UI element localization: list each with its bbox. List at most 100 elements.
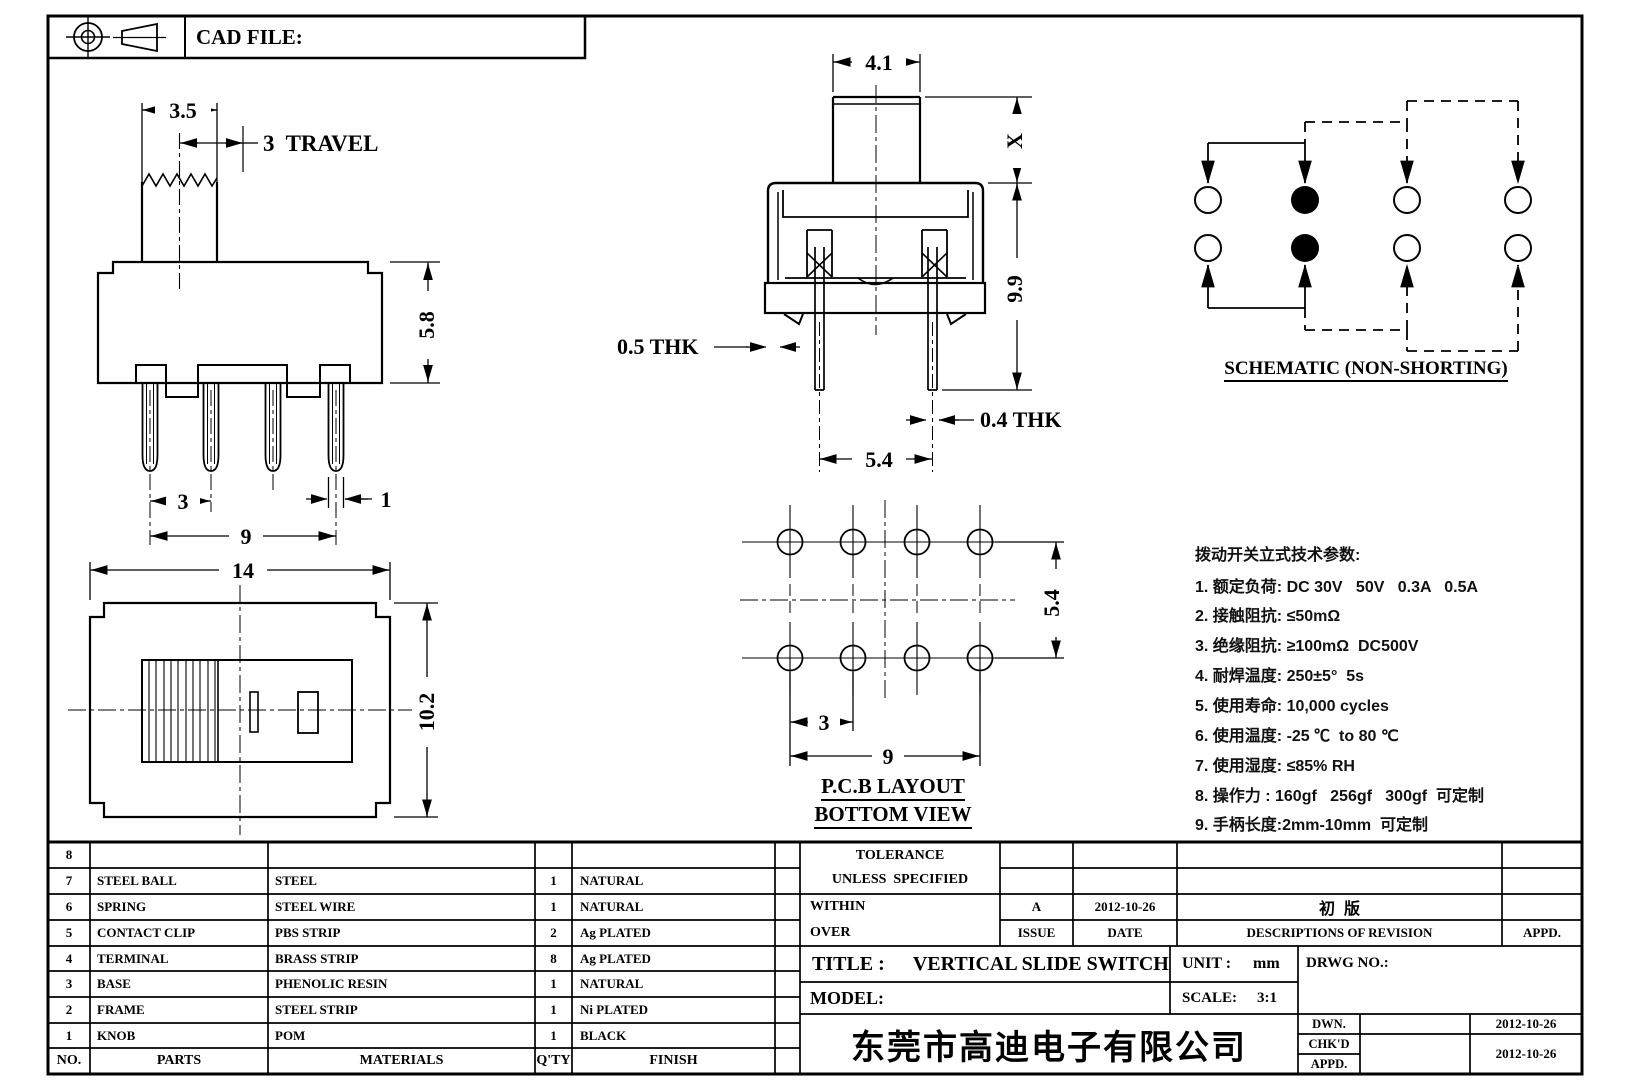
schematic-view [1194, 100, 1532, 352]
scale-row: SCALE: 3:1 [1182, 982, 1292, 1014]
dwn-label: DWN. [1312, 1016, 1346, 1031]
part-no: 1 [65, 1027, 73, 1043]
part-name: CONTACT CLIP [97, 925, 196, 940]
dim-terminal-thickness: 0.4 THK [980, 407, 1062, 432]
part-qty: 1 [550, 976, 557, 991]
part-material: STEEL STRIP [275, 1002, 358, 1017]
part-finish: BLACK [580, 1027, 627, 1043]
descriptions-label: DESCRIPTIONS OF REVISION [1246, 925, 1433, 940]
pcb-dim-row-spacing: 5.4 [1039, 569, 1065, 637]
pcb-layout-view [740, 500, 1064, 766]
part-material: STEEL [275, 873, 317, 888]
part-material: PHENOLIC RESIN [275, 976, 388, 991]
issue-date-value: 2012-10-26 [1094, 899, 1156, 914]
tech-param-item-4: 4. 耐焊温度: 250±5° 5s [1195, 668, 1365, 685]
pcb-dim-pitch: 3 [808, 710, 840, 736]
chkd-date: 2012-10-26 [1495, 1046, 1557, 1061]
part-material: BRASS STRIP [275, 950, 359, 966]
within-label: WITHIN [810, 899, 866, 914]
part-finish: Ag PLATED [580, 925, 651, 940]
part-qty: 8 [550, 950, 557, 966]
date-label: DATE [1107, 925, 1143, 940]
unit-row: UNIT : mm [1182, 946, 1292, 982]
tech-param-item-1: 1. 额定负荷: DC 30V 50V 0.3A 0.5A [1195, 579, 1479, 596]
dim-pin-width: 1 [372, 487, 400, 513]
part-finish: Ni PLATED [580, 1002, 649, 1017]
dwn-date: 2012-10-26 [1495, 1016, 1557, 1031]
dim-overall-width: 14 [219, 558, 267, 584]
dim-pin-spacing: 5.4 [852, 447, 906, 473]
part-finish: NATURAL [580, 899, 644, 914]
part-qty: 1 [550, 873, 557, 888]
part-qty: 2 [550, 925, 557, 940]
tech-param-item-7: 7. 使用湿度: ≤85% RH [1195, 758, 1355, 775]
header-finish: FINISH [649, 1053, 698, 1068]
header-qty: Q'TY [536, 1053, 571, 1068]
dim-knob-height: X [1002, 114, 1028, 168]
header-parts: PARTS [156, 1053, 202, 1068]
part-no: 7 [65, 873, 73, 888]
unless-specified-label: UNLESS SPECIFIED [831, 872, 969, 887]
header-materials: MATERIALS [359, 1053, 444, 1068]
tech-param-item-2: 2. 接触阻抗: ≤50mΩ [1195, 608, 1341, 625]
part-finish: NATURAL [580, 873, 644, 888]
tech-param-item-5: 5. 使用寿命: 10,000 cycles [1195, 698, 1389, 715]
tech-param-item-6: 6. 使用温度: -25 ℃ to 80 ℃ [1195, 728, 1399, 745]
dim-body-height: 5.8 [414, 291, 440, 359]
scale-label: SCALE: [1182, 989, 1238, 1006]
header-no: NO. [56, 1053, 82, 1068]
part-no: 4 [65, 950, 73, 966]
title-row: TITLE : VERTICAL SLIDE SWITCH [812, 946, 1169, 982]
drwg-no-label: DRWG NO.: [1306, 954, 1389, 971]
pcb-caption-title: P.C.B LAYOUT [793, 774, 993, 801]
appd-column-label: APPD. [1523, 925, 1561, 940]
dim-knob-width: 3.5 [155, 98, 211, 124]
dim-total-height: 9.9 [1002, 258, 1028, 320]
tech-param-item-8: 8. 操作力 : 160gf 256gf 300gf 可定制 [1195, 788, 1484, 805]
schematic-caption: SCHEMATIC (NON-SHORTING) [1216, 358, 1516, 382]
pcb-dim-span: 9 [872, 744, 904, 770]
dim-pin-span: 9 [229, 524, 263, 550]
dim-travel: 3 TRAVEL [263, 131, 379, 156]
company-name: 东莞市高迪电子有限公司 [851, 1028, 1247, 1067]
part-finish: Ag PLATED [580, 950, 651, 966]
revision-description: 初 版 [1319, 900, 1360, 918]
part-finish: NATURAL [580, 976, 644, 991]
part-qty: 1 [550, 1027, 557, 1043]
tech-param-item-3: 3. 绝缘阻抗: ≥100mΩ DC500V [1195, 638, 1419, 655]
part-material: STEEL WIRE [275, 899, 356, 914]
table-grid [46, 840, 1584, 1076]
part-name: KNOB [97, 1027, 136, 1043]
model-label: MODEL: [810, 987, 884, 1008]
cad-file-label: CAD FILE: [196, 25, 303, 49]
tolerance-label: TOLERANCE [855, 848, 945, 863]
part-name: BASE [97, 976, 131, 991]
part-material: POM [275, 1027, 306, 1043]
part-no: 2 [65, 1002, 73, 1017]
tech-param-item-9: 9. 手柄长度:2mm-10mm 可定制 [1195, 817, 1428, 834]
part-qty: 1 [550, 899, 557, 914]
part-qty: 1 [550, 1002, 557, 1017]
title-value: VERTICAL SLIDE SWITCH [912, 952, 1169, 975]
top-view [68, 585, 438, 835]
tech-params-title: 拨动开关立式技术参数: [1195, 547, 1361, 564]
issue-label: ISSUE [1017, 925, 1056, 940]
part-no: 3 [65, 976, 73, 991]
unit-value: mm [1253, 955, 1280, 972]
chkd-label: CHK'D [1308, 1036, 1350, 1051]
issue-value: A [1031, 899, 1042, 914]
dim-side-knob-width: 4.1 [852, 50, 906, 76]
part-name: TERMINAL [97, 950, 169, 966]
unit-label: UNIT : [1182, 955, 1232, 972]
part-material: PBS STRIP [275, 925, 341, 940]
part-name: SPRING [97, 899, 147, 914]
title-label: TITLE : [812, 952, 885, 975]
scale-value: 3:1 [1257, 989, 1278, 1006]
part-no: 5 [65, 925, 73, 940]
part-name: STEEL BALL [97, 873, 177, 888]
dim-frame-thickness: 0.5 THK [617, 334, 699, 359]
appd-label: APPD. [1310, 1056, 1348, 1071]
dim-pin-pitch: 3 [166, 489, 200, 515]
